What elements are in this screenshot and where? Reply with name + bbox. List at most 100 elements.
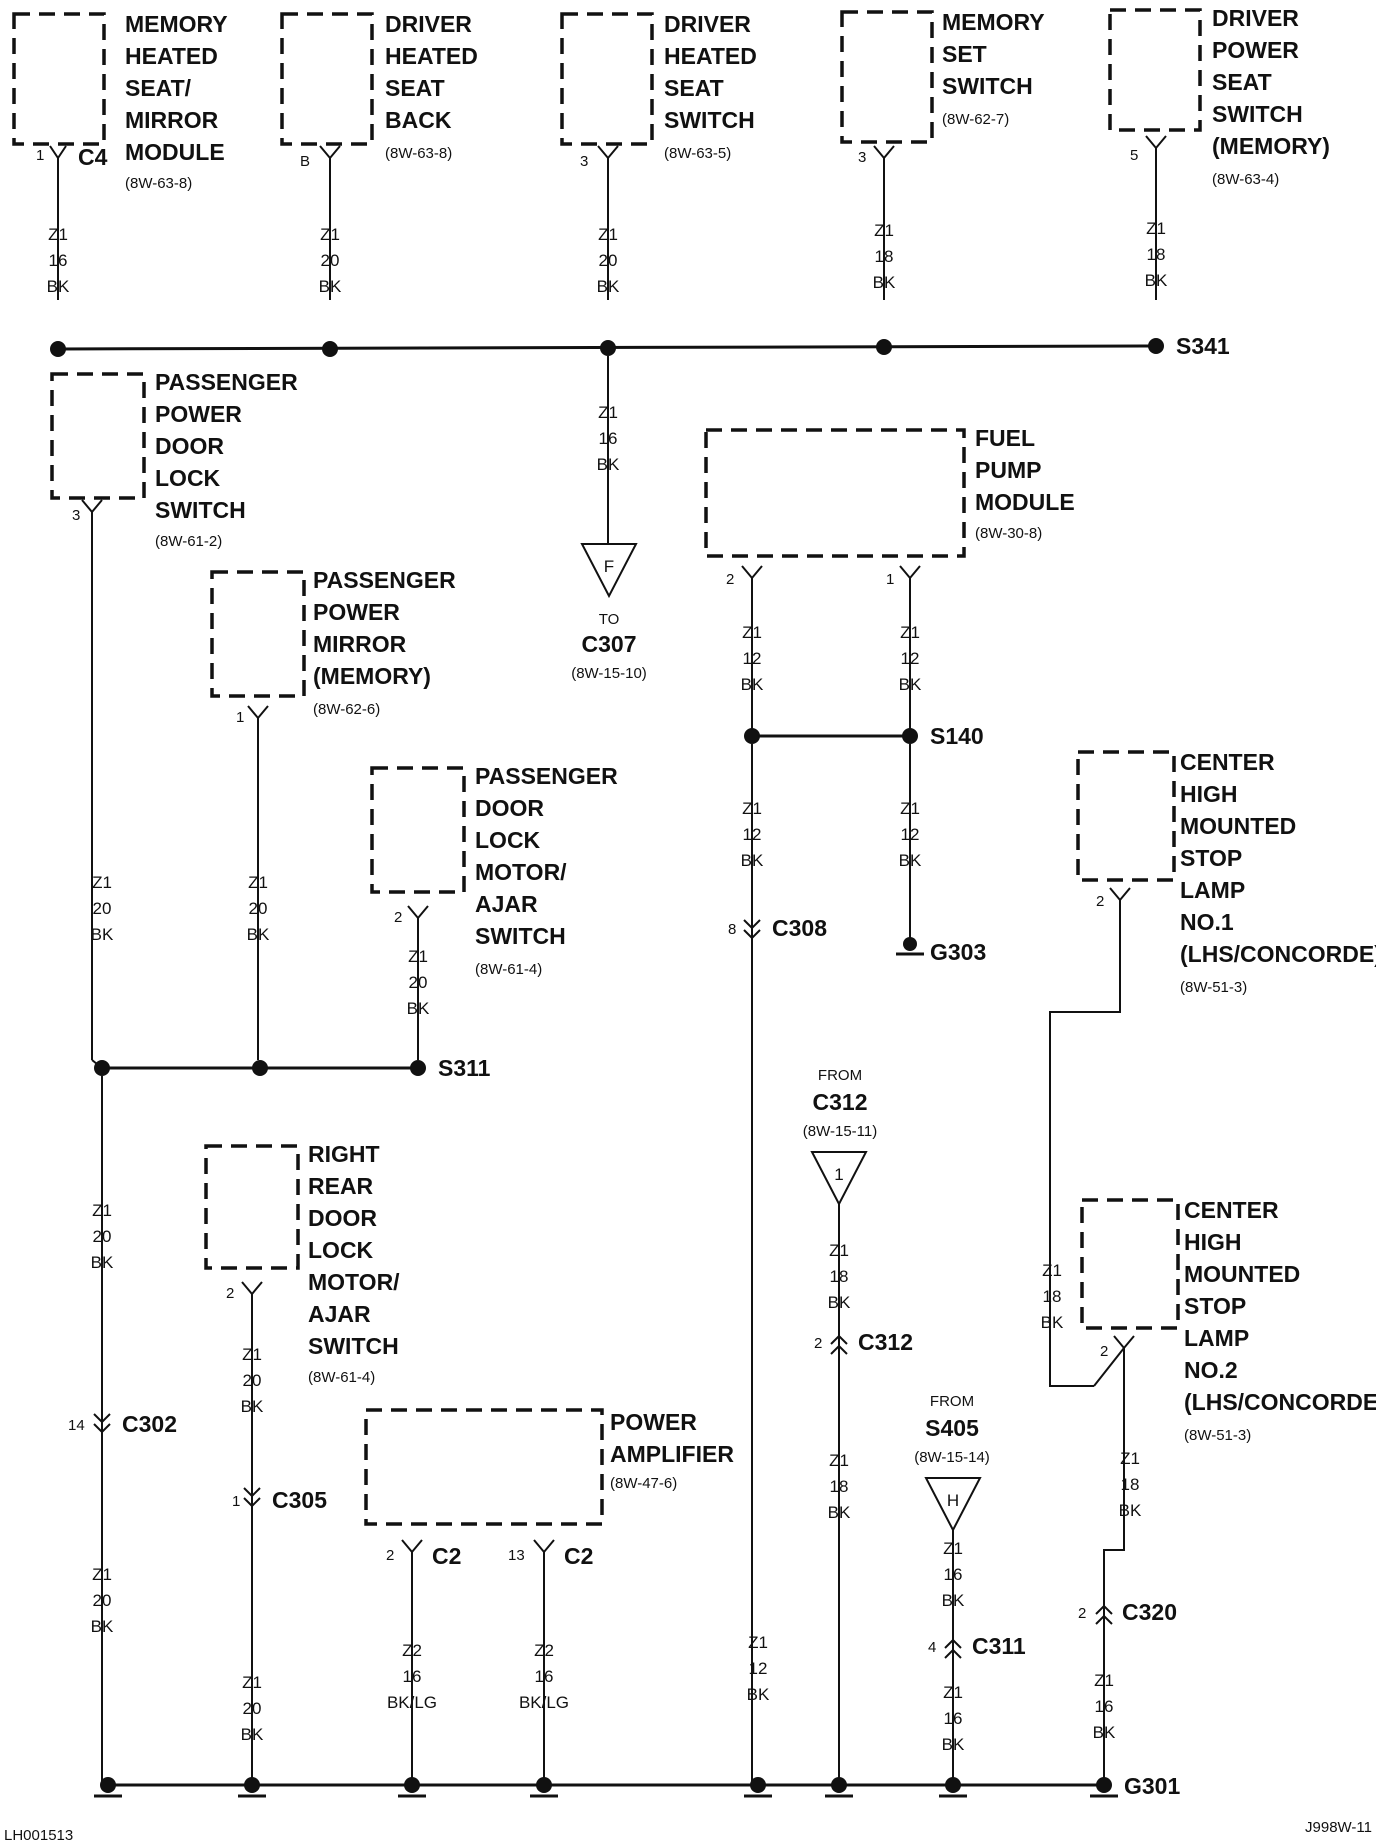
svg-text:Z1: Z1 xyxy=(943,1539,963,1558)
svg-text:AMPLIFIER: AMPLIFIER xyxy=(610,1441,734,1467)
fuel-pump-pin-1: 1 xyxy=(886,571,894,588)
svg-text:(MEMORY): (MEMORY) xyxy=(313,663,431,689)
to-c307-flag xyxy=(580,543,638,599)
c312-wire-labels: Z1 18 BK Z1 18 BK xyxy=(828,1241,851,1522)
svg-text:BK: BK xyxy=(741,675,764,694)
from-s405-letter: H xyxy=(947,1491,959,1510)
svg-text:20: 20 xyxy=(321,251,340,270)
svg-text:Z1: Z1 xyxy=(92,1201,112,1220)
svg-text:BK: BK xyxy=(942,1591,965,1610)
svg-text:AJAR: AJAR xyxy=(475,891,538,917)
memory-set-switch-box xyxy=(840,10,934,144)
svg-text:BK: BK xyxy=(319,277,342,296)
svg-text:STOP: STOP xyxy=(1184,1293,1246,1319)
svg-text:LOCK: LOCK xyxy=(308,1237,374,1263)
svg-text:MODULE: MODULE xyxy=(975,489,1075,515)
svg-text:20: 20 xyxy=(93,899,112,918)
svg-text:16: 16 xyxy=(1095,1697,1114,1716)
driver-heated-seat-back-box xyxy=(280,12,374,146)
svg-text:BK: BK xyxy=(241,1397,264,1416)
connector-c308: C308 xyxy=(772,915,827,941)
svg-text:MEMORY: MEMORY xyxy=(942,9,1045,35)
svg-text:PASSENGER: PASSENGER xyxy=(313,567,456,593)
svg-text:POWER: POWER xyxy=(1212,37,1299,63)
svg-text:BK: BK xyxy=(47,277,70,296)
memory-heated-seat-mirror-module-ref: (8W-63-8) xyxy=(125,175,192,192)
svg-text:BACK: BACK xyxy=(385,107,452,133)
svg-text:5: 5 xyxy=(1130,147,1138,164)
power-amplifier-pin-13: 13 xyxy=(508,1547,525,1564)
passenger-power-mirror-wire xyxy=(247,705,269,1060)
passenger-power-door-lock-switch-box xyxy=(50,372,146,500)
svg-text:Z1: Z1 xyxy=(829,1451,849,1470)
svg-text:20: 20 xyxy=(599,251,618,270)
svg-text:POWER: POWER xyxy=(610,1409,697,1435)
passenger-power-mirror-box xyxy=(210,570,306,698)
from-s405-ref: (8W-15-14) xyxy=(914,1449,990,1466)
c312-pin: 2 xyxy=(814,1335,822,1352)
c308-connector-icon xyxy=(743,919,761,940)
svg-text:PASSENGER: PASSENGER xyxy=(155,369,298,395)
svg-text:BK: BK xyxy=(828,1503,851,1522)
svg-text:BK: BK xyxy=(91,1253,114,1272)
svg-text:Z1: Z1 xyxy=(48,225,68,244)
svg-text:Z1: Z1 xyxy=(92,1565,112,1584)
from-c312-from: FROM xyxy=(818,1067,862,1084)
passenger-door-lock-motor-ref: (8W-61-4) xyxy=(475,961,542,978)
rrdlm-wire-label: Z1 20 BK Z1 20 BK xyxy=(241,1345,264,1744)
svg-text:Z1: Z1 xyxy=(874,221,894,240)
svg-text:HIGH: HIGH xyxy=(1184,1229,1242,1255)
svg-text:REAR: REAR xyxy=(308,1173,374,1199)
c320-pin: 2 xyxy=(1078,1605,1086,1622)
driver-heated-seat-switch-label: DRIVER HEATED SEAT SWITCH xyxy=(664,11,757,133)
fuel-pump-module-box xyxy=(704,428,966,558)
svg-text:Z1: Z1 xyxy=(248,873,268,892)
to-c307-name: C307 xyxy=(582,631,637,657)
svg-text:SEAT: SEAT xyxy=(385,75,445,101)
svg-text:SEAT: SEAT xyxy=(664,75,724,101)
c311-wire-labels: Z1 16 BK Z1 16 BK xyxy=(942,1539,965,1754)
svg-text:MOUNTED: MOUNTED xyxy=(1184,1261,1300,1287)
driver-power-seat-switch-ref: (8W-63-4) xyxy=(1212,171,1279,188)
svg-text:BK: BK xyxy=(942,1735,965,1754)
svg-text:BK: BK xyxy=(899,675,922,694)
power-amplifier-ref: (8W-47-6) xyxy=(610,1475,677,1492)
svg-text:20: 20 xyxy=(409,973,428,992)
from-s405-name: S405 xyxy=(925,1415,979,1441)
svg-text:20: 20 xyxy=(249,899,268,918)
memory-set-switch-label: MEMORY SET SWITCH xyxy=(942,9,1045,99)
svg-text:Z1: Z1 xyxy=(92,873,112,892)
passenger-power-door-lock-switch-label: PASSENGER POWER DOOR LOCK SWITCH xyxy=(155,369,298,523)
svg-text:20: 20 xyxy=(93,1227,112,1246)
svg-text:MOTOR/: MOTOR/ xyxy=(475,859,567,885)
memory-heated-seat-mirror-module-label: MEMORY HEATED SEAT/ MIRROR MODULE xyxy=(125,11,228,165)
ground-g301: G301 xyxy=(1124,1773,1180,1799)
svg-text:BK: BK xyxy=(597,277,620,296)
chmsl-no2-pin: 2 xyxy=(1100,1343,1108,1360)
svg-text:PASSENGER: PASSENGER xyxy=(475,763,618,789)
svg-text:SET: SET xyxy=(942,41,987,67)
svg-text:Z2: Z2 xyxy=(534,1641,554,1660)
fuel-pump-module-label: FUEL PUMP MODULE xyxy=(975,425,1075,515)
c302-pin: 14 xyxy=(68,1417,85,1434)
splice-s140: S140 xyxy=(930,723,984,749)
svg-text:18: 18 xyxy=(830,1267,849,1286)
svg-text:12: 12 xyxy=(901,649,920,668)
passenger-power-door-lock-switch-wire xyxy=(81,499,103,1060)
svg-text:SWITCH: SWITCH xyxy=(155,497,246,523)
svg-text:MOTOR/: MOTOR/ xyxy=(308,1269,400,1295)
svg-text:STOP: STOP xyxy=(1180,845,1242,871)
svg-text:(LHS/CONCORDE): (LHS/CONCORDE) xyxy=(1180,941,1376,967)
c305-pin: 1 xyxy=(232,1493,240,1510)
svg-text:(MEMORY): (MEMORY) xyxy=(1212,133,1330,159)
right-rear-door-lock-motor-label: RIGHT REAR DOOR LOCK MOTOR/ AJAR SWITCH xyxy=(308,1141,400,1359)
svg-text:12: 12 xyxy=(749,1659,768,1678)
svg-text:SWITCH: SWITCH xyxy=(1212,101,1303,127)
power-amplifier-box xyxy=(364,1408,604,1526)
svg-text:NO.1: NO.1 xyxy=(1180,909,1234,935)
chmsl-no2-wire-labels: Z1 18 BK Z1 16 BK xyxy=(1093,1449,1142,1742)
c311-pin: 4 xyxy=(928,1639,936,1656)
svg-text:16: 16 xyxy=(599,429,618,448)
svg-text:Z1: Z1 xyxy=(1120,1449,1140,1468)
